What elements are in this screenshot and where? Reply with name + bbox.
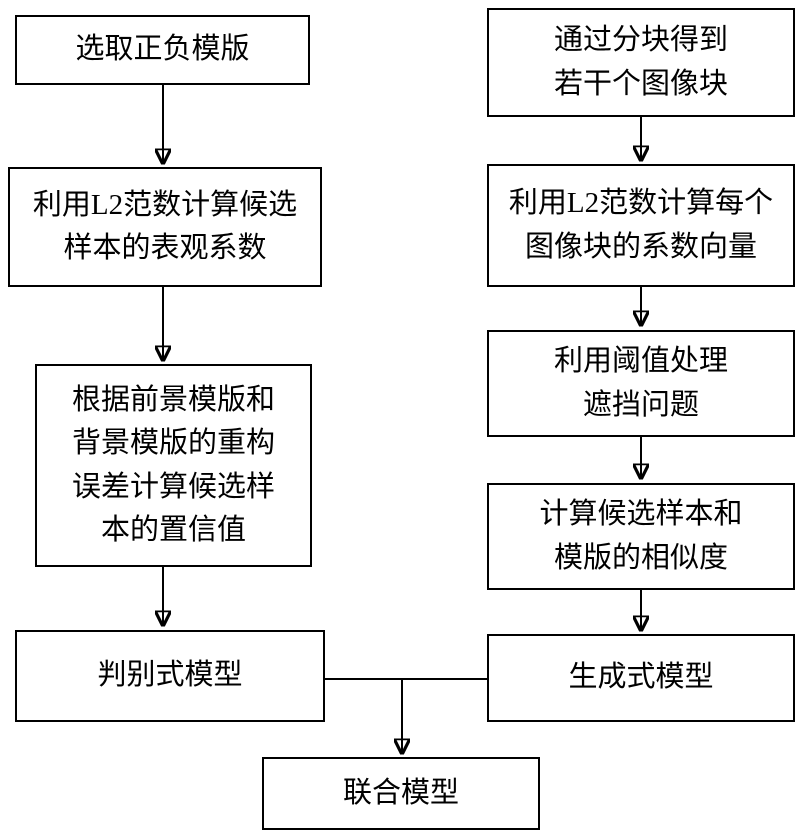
image-patches-box: 通过分块得到 若干个图像块 <box>487 8 795 117</box>
confidence-value-box: 根据前景模版和 背景模版的重构 误差计算候选样 本的置信值 <box>35 364 312 567</box>
select-templates-box: 选取正负模版 <box>15 15 310 85</box>
generative-model-box: 生成式模型 <box>487 634 795 722</box>
appearance-coefficients-box: 利用L2范数计算候选 样本的表观系数 <box>8 167 322 287</box>
occlusion-threshold-box: 利用阈值处理 遮挡问题 <box>487 330 795 437</box>
similarity-box: 计算候选样本和 模版的相似度 <box>487 483 795 590</box>
discriminative-model-box: 判别式模型 <box>15 630 325 722</box>
joint-model-box: 联合模型 <box>262 757 540 830</box>
coefficient-vector-box: 利用L2范数计算每个 图像块的系数向量 <box>487 164 795 287</box>
